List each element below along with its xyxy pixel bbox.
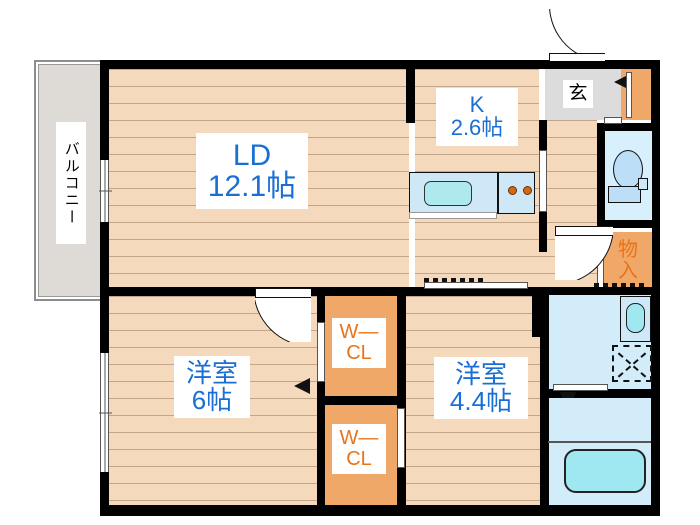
wall-washroom-left: [540, 295, 549, 337]
closet-upper-label-line1: W—: [339, 321, 379, 344]
stove-burner-right-icon: [523, 186, 532, 195]
bedroom-left-label: 洋室 6帖: [174, 356, 250, 418]
wall-ld-kitchen-stub: [406, 69, 415, 123]
kitchen-label-area: 2.6帖: [450, 115, 504, 140]
kitchen-label-name: K: [469, 92, 485, 118]
bedroom-left-label-name: 洋室: [185, 357, 238, 388]
wall-top-main: [100, 60, 660, 69]
balcony-label-text: バルコニー: [62, 140, 80, 226]
ld-label-name: LD: [232, 138, 272, 172]
bathtub: [564, 449, 646, 493]
ld-hallway-door[interactable]: [539, 150, 547, 212]
bedroom-right-label: 洋室 4.4帖: [434, 357, 528, 419]
wall-hallway-left-upper: [539, 120, 547, 150]
entrance-door[interactable]: [549, 9, 605, 61]
closet-upper-label: W— CL: [332, 318, 386, 368]
counter-front-edge: [409, 212, 497, 219]
ld-label-area: 12.1帖: [207, 170, 297, 203]
storage-label: 物 入: [611, 234, 645, 288]
wall-closet-divider: [317, 396, 406, 405]
bedroom-left-door[interactable]: [255, 288, 311, 342]
bedroom-right-label-name: 洋室: [454, 358, 507, 389]
entrance-inner-door[interactable]: [626, 72, 632, 118]
wall-mid-horizontal: [100, 287, 540, 296]
wall-left-lower: [100, 293, 109, 353]
ld-label: LD 12.1帖: [196, 133, 308, 209]
closet-upper-door[interactable]: [317, 322, 325, 382]
wall-toilet-left: [597, 123, 605, 227]
bath-door[interactable]: [553, 384, 608, 391]
wall-washroom-top: [539, 287, 660, 295]
wall-toilet-top: [597, 123, 660, 131]
wall-storage-right: [652, 228, 660, 292]
storage-closet: [604, 232, 652, 290]
wall-bottom-main: [100, 505, 660, 516]
wall-left-lower-b: [100, 472, 109, 516]
wall-entrance-right: [651, 60, 660, 128]
wall-hallway-left-lower: [539, 212, 547, 252]
kitchen-label: K 2.6帖: [436, 88, 518, 146]
washer-space: [612, 345, 652, 382]
balcony-label: バルコニー: [56, 122, 86, 244]
hallway-door[interactable]: [555, 226, 613, 280]
closet-lower-label-line2: CL: [346, 448, 372, 470]
closet-lower-label: W— CL: [332, 424, 386, 474]
closet-lower-label-line1: W—: [339, 427, 379, 450]
wall-left-upper-b: [100, 222, 109, 302]
bedroom-right-door-rail: [424, 278, 484, 282]
toilet-tank: [608, 186, 641, 203]
toilet-lever-icon: [638, 178, 648, 190]
wall-toilet-right: [652, 123, 660, 227]
bedroom-left-label-area: 6帖: [191, 385, 233, 415]
entrance-label: 玄: [563, 80, 593, 108]
wall-bath-left: [540, 337, 549, 509]
closet-upper-label-line2: CL: [346, 342, 372, 364]
bath-tub-divider: [548, 441, 651, 443]
vanity-basin: [626, 303, 645, 333]
entrance-door-marker-icon: [614, 76, 626, 88]
washroom-vent-line: [594, 283, 648, 287]
closet-upper-door-marker-icon: [294, 378, 310, 394]
wall-bath-divider: [548, 389, 651, 398]
balcony-sliding-door[interactable]: [99, 160, 112, 222]
stove-burner-left-icon: [508, 186, 517, 195]
toilet-door[interactable]: [604, 117, 622, 124]
storage-label-line1: 物: [618, 239, 638, 262]
bedroom-right-door[interactable]: [424, 282, 528, 289]
closet-lower-door[interactable]: [397, 408, 405, 468]
wall-corner-joint-right: [532, 296, 540, 337]
bedroom-right-label-area: 4.4帖: [449, 386, 513, 416]
bedroom-left-window[interactable]: [99, 353, 112, 472]
kitchen-sink: [424, 181, 472, 206]
wall-entrance-top: [539, 60, 660, 69]
storage-label-line2: 入: [618, 260, 638, 282]
wall-toilet-bottom: [597, 220, 660, 228]
wall-left-upper: [100, 60, 109, 160]
counter-divider: [497, 172, 499, 214]
entrance-label-text: 玄: [568, 83, 588, 105]
wall-right-main: [651, 287, 660, 516]
